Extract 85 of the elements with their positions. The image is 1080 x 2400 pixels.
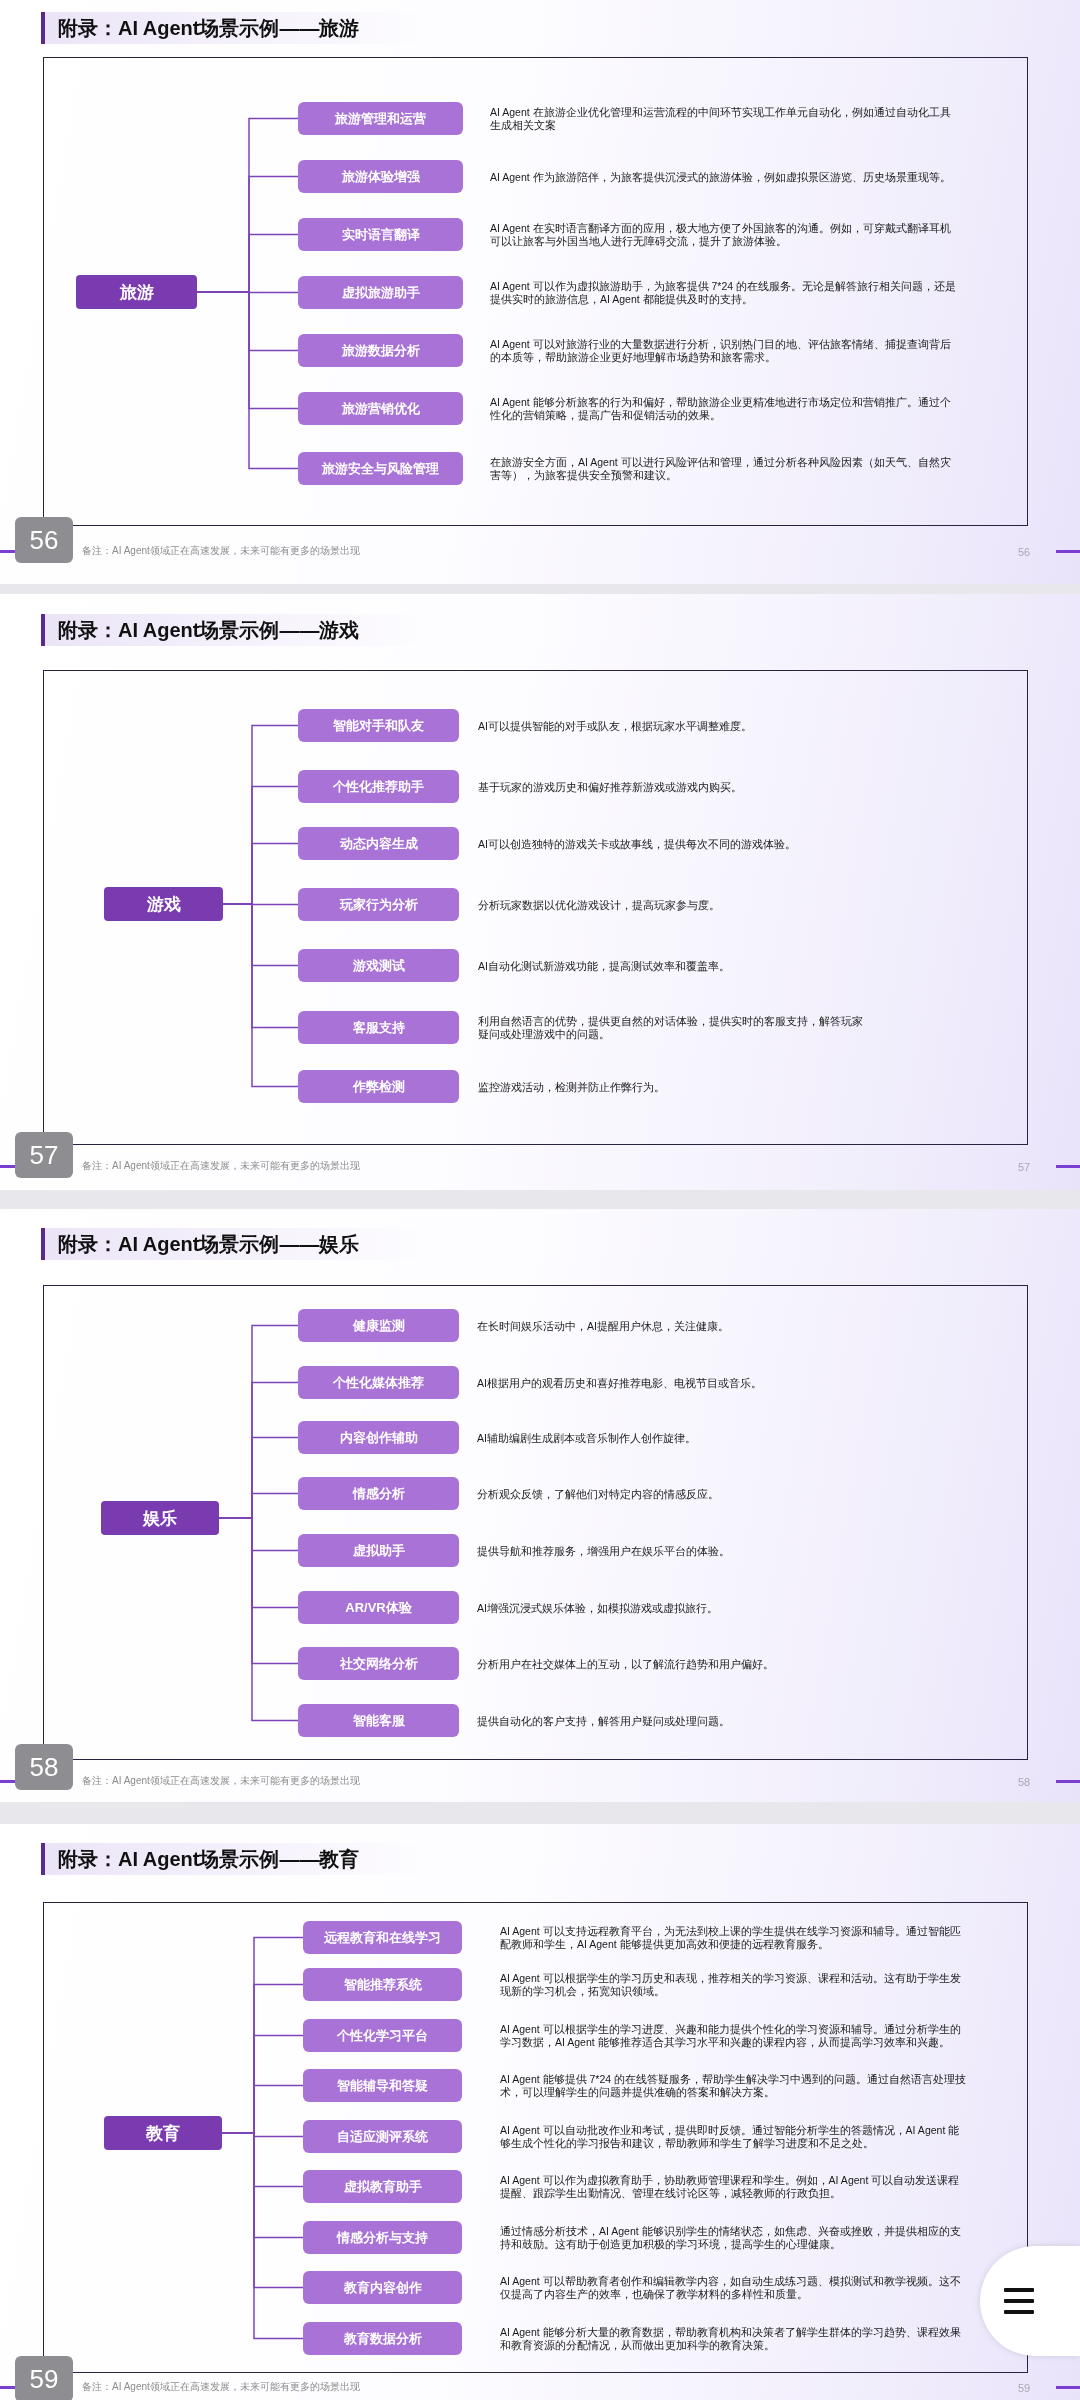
description-text: AI可以创造独特的游戏关卡或故事线，提供每次不同的游戏体验。 — [478, 837, 797, 850]
topic-box: 游戏 — [104, 887, 223, 921]
description-text: 提供导航和推荐服务，增强用户在娱乐平台的体验。 — [477, 1544, 731, 1557]
description-text: 在旅游安全方面，AI Agent 可以进行风险评估和管理，通过分析各种风险因素（如天气、自然灾害等），为旅客提供安全预警和建议。 — [490, 455, 952, 482]
description-text: AI Agent 作为旅游陪伴，为旅客提供沉浸式的旅游体验，例如虚拟景区游览、历史场景重现等。 — [490, 170, 952, 183]
subtopic-box: 虚拟助手 — [298, 1534, 459, 1567]
subtopic-box: 虚拟旅游助手 — [298, 276, 463, 309]
description-text: AI Agent 可以自动批改作业和考试，提供即时反馈。通过智能分析学生的答题情况，AI Agent 能够生成个性化的学习报告和建议，帮助教师和学生了解学习进度和不足之处。 — [500, 2123, 961, 2150]
page-number: 58 — [1018, 1776, 1031, 1789]
description-text: AI Agent 在旅游企业优化管理和运营流程的中间环节实现工作单元自动化，例如通过自动化工具生成相关文案 — [490, 105, 952, 132]
footnote-text: 备注：AI Agent领域正在高速发展，未来可能有更多的场景出现 — [82, 1775, 360, 1787]
subtopic-box: 情感分析与支持 — [303, 2221, 462, 2254]
subtopic-box: 旅游数据分析 — [298, 334, 463, 367]
description-text: AI Agent 可以作为虚拟旅游助手，为旅客提供 7*24 的在线服务。无论是解答旅行相关问题，还是提供实时的旅游信息，AI Agent 都能提供及时的支持。 — [490, 279, 958, 306]
description-text: AI增强沉浸式娱乐体验，如模拟游戏或虚拟旅行。 — [477, 1601, 719, 1614]
subtopic-box: 智能辅导和答疑 — [303, 2069, 462, 2102]
footnote-text: 备注：AI Agent领域正在高速发展，未来可能有更多的场景出现 — [82, 545, 360, 557]
subtopic-box: 玩家行为分析 — [298, 888, 459, 921]
description-text: 提供自动化的客户支持，解答用户疑问或处理问题。 — [477, 1714, 731, 1727]
description-text: AI自动化测试新游戏功能，提高测试效率和覆盖率。 — [478, 959, 731, 972]
description-text: AI Agent 可以作为虚拟教育助手，协助教师管理课程和学生。例如，AI Agent 可以自动发送课程提醒、跟踪学生出勤情况、管理在线讨论区等，减轻教师的行政负担。 — [500, 2173, 961, 2200]
page-number: 56 — [1018, 546, 1031, 559]
description-text: 监控游戏活动，检测并防止作弊行为。 — [478, 1080, 666, 1093]
page-number: 59 — [1018, 2382, 1031, 2395]
description-text: AI Agent 能够分析旅客的行为和偏好，帮助旅游企业更精准地进行市场定位和营销推广。通过个性化的营销策略，提高广告和促销活动的效果。 — [490, 395, 952, 422]
subtopic-box: 内容创作辅助 — [298, 1421, 459, 1454]
description-text: 基于玩家的游戏历史和偏好推荐新游戏或游戏内购买。 — [478, 780, 743, 793]
slide-card — [0, 0, 1080, 584]
subtopic-box: 健康监测 — [298, 1309, 459, 1342]
slide-card — [0, 594, 1080, 1190]
description-text: AI Agent 能够分析大量的教育数据，帮助教育机构和决策者了解学生群体的学习趋势、课程效果和教育资源的分配情况，从而做出更加科学的教育决策。 — [500, 2325, 962, 2352]
connector-line — [218, 1517, 299, 1722]
subtopic-box: 教育数据分析 — [303, 2322, 462, 2355]
subtopic-box: 旅游管理和运营 — [298, 102, 463, 135]
slide-card — [0, 1824, 1080, 2400]
footnote-text: 备注：AI Agent领域正在高速发展，未来可能有更多的场景出现 — [82, 2381, 360, 2393]
subtopic-box: 智能对手和队友 — [298, 709, 459, 742]
description-text: AI Agent 可以对旅游行业的大量数据进行分析，识别热门目的地、评估旅客情绪、捕捉查询背后的本质等，帮助旅游企业更好地理解市场趋势和旅客需求。 — [490, 337, 952, 364]
description-text: 利用自然语言的优势，提供更自然的对话体验，提供实时的客服支持，解答玩家疑问或处理游戏中的问题。 — [478, 1014, 864, 1041]
connector-line — [196, 291, 299, 470]
page-number-badge: 56 — [15, 517, 73, 563]
page-number-badge: 57 — [15, 1132, 73, 1178]
subtopic-box: 旅游安全与风险管理 — [298, 452, 463, 485]
slide-card — [0, 1209, 1080, 1802]
page-number: 57 — [1018, 1161, 1031, 1174]
description-text: AI Agent 可以根据学生的学习历史和表现，推荐相关的学习资源、课程和活动。这有助于学生发现新的学习机会，拓宽知识领域。 — [500, 1971, 962, 1998]
subtopic-box: AR/VR体验 — [298, 1591, 459, 1624]
description-text: AI Agent 在实时语言翻译方面的应用，极大地方便了外国旅客的沟通。例如，可穿戴式翻译耳机可以让旅客与外国当地人进行无障碍交流，提升了旅游体验。 — [490, 221, 952, 248]
subtopic-box: 作弊检测 — [298, 1070, 459, 1103]
page-number-badge: 58 — [15, 1744, 73, 1790]
subtopic-box: 实时语言翻译 — [298, 218, 463, 251]
subtopic-box: 游戏测试 — [298, 949, 459, 982]
subtopic-box: 智能客服 — [298, 1704, 459, 1737]
subtopic-box: 客服支持 — [298, 1011, 459, 1044]
subtopic-box: 教育内容创作 — [303, 2271, 462, 2304]
subtopic-box: 个性化学习平台 — [303, 2019, 462, 2052]
subtopic-box: 自适应测评系统 — [303, 2120, 462, 2153]
description-text: AI可以提供智能的对手或队友，根据玩家水平调整难度。 — [478, 719, 753, 732]
description-text: AI Agent 可以支持远程教育平台，为无法到校上课的学生提供在线学习资源和辅导。通过智能匹配教师和学生，AI Agent 能够提供更加高效和便捷的远程教育服务。 — [500, 1924, 962, 1951]
description-text: AI根据用户的观看历史和喜好推荐电影、电视节目或音乐。 — [477, 1376, 763, 1389]
description-text: 分析观众反馈，了解他们对特定内容的情感反应。 — [477, 1487, 720, 1500]
subtopic-box: 动态内容生成 — [298, 827, 459, 860]
subtopic-box: 虚拟教育助手 — [303, 2170, 462, 2203]
page-number-badge: 59 — [15, 2356, 73, 2400]
description-text: AI Agent 可以帮助教育者创作和编辑教学内容，如自动生成练习题、模拟测试和教学视频。这不仅提高了内容生产的效率，也确保了教学材料的多样性和质量。 — [500, 2274, 962, 2301]
subtopic-box: 远程教育和在线学习 — [303, 1921, 462, 1954]
description-text: AI Agent 能够提供 7*24 的在线答疑服务，帮助学生解决学习中遇到的问题。通过自然语言处理技术，可以理解学生的问题并提供准确的答案和解决方案。 — [500, 2072, 968, 2099]
topic-box: 娱乐 — [101, 1501, 219, 1535]
description-text: AI辅助编剧生成剧本或音乐制作人创作旋律。 — [477, 1431, 697, 1444]
description-text: 通过情感分析技术，AI Agent 能够识别学生的情绪状态，如焦虑、兴奋或挫败，并提供相应的支持和鼓励。这有助于创造更加积极的学习环境，提高学生的心理健康。 — [500, 2224, 962, 2251]
description-text: 分析用户在社交媒体上的互动，以了解流行趋势和用户偏好。 — [477, 1657, 775, 1670]
footnote-text: 备注：AI Agent领域正在高速发展，未来可能有更多的场景出现 — [82, 1160, 360, 1172]
description-text: 分析玩家数据以优化游戏设计，提高玩家参与度。 — [478, 898, 721, 911]
topic-box: 旅游 — [76, 275, 197, 309]
subtopic-box: 旅游营销优化 — [298, 392, 463, 425]
connector-line — [221, 2132, 304, 2340]
subtopic-box: 个性化推荐助手 — [298, 770, 459, 803]
topic-box: 教育 — [104, 2116, 222, 2150]
subtopic-box: 情感分析 — [298, 1477, 459, 1510]
subtopic-box: 智能推荐系统 — [303, 1968, 462, 2001]
subtopic-box: 旅游体验增强 — [298, 160, 463, 193]
description-text: AI Agent 可以根据学生的学习进度、兴趣和能力提供个性化的学习资源和辅导。通过分析学生的学习数据，AI Agent 能够推荐适合其学习水平和兴趣的课程内容，从而提高学习效率和兴趣。 — [500, 2022, 962, 2049]
subtopic-box: 社交网络分析 — [298, 1647, 459, 1680]
subtopic-box: 个性化媒体推荐 — [298, 1366, 459, 1399]
description-text: 在长时间娱乐活动中，AI提醒用户休息，关注健康。 — [477, 1319, 730, 1332]
